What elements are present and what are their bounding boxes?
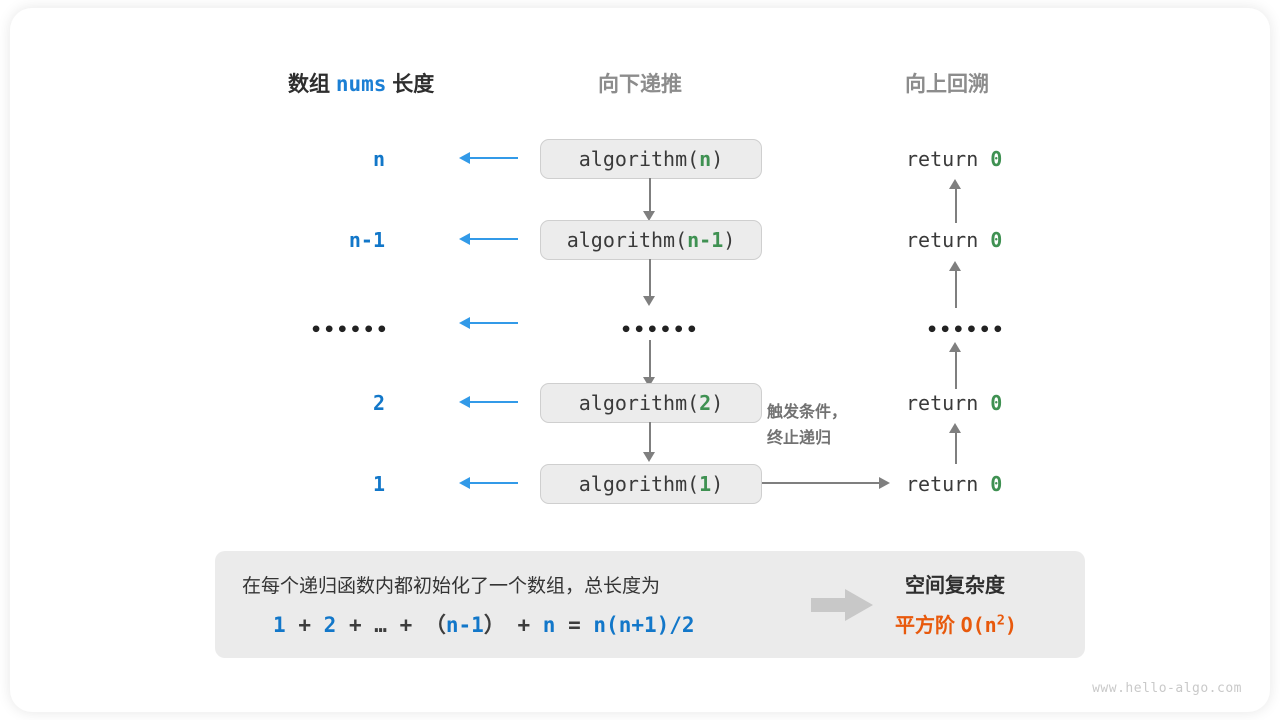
blue-arrow-line-3 (470, 322, 518, 324)
down-arrow-line-3 (649, 340, 651, 379)
call-dots-row-3: •••••• (620, 319, 699, 341)
length-label-row-2: n-1 (348, 228, 385, 252)
up-arrow-head-4 (949, 423, 961, 433)
up-arrow-head-1 (949, 179, 961, 189)
blue-arrow-head-4 (459, 396, 470, 408)
down-arrow-head-2 (643, 296, 655, 306)
summary-formula: 1 + 2 + … + （n-1） + n = n(n+1)/2 (273, 609, 695, 639)
up-arrow-line-1 (955, 188, 957, 223)
call-box-row-2: algorithm(n-1) (540, 220, 762, 260)
call-arg-2: n-1 (687, 228, 724, 252)
blue-arrow-line-2 (470, 238, 518, 240)
call-box-row-5: algorithm(1) (540, 464, 762, 504)
call-prefix-5: algorithm( (578, 472, 700, 496)
call-box-row-1: algorithm(n) (540, 139, 762, 179)
down-arrow-line-1 (649, 178, 651, 213)
formula-op-3: + (399, 613, 413, 637)
summary-description: 在每个递归函数内都初始化了一个数组，总长度为 (242, 576, 661, 597)
call-arg-5: 1 (699, 472, 712, 496)
up-arrow-head-3 (949, 342, 961, 352)
right-block-arrow-icon (811, 589, 873, 621)
return-text-2: return (906, 228, 979, 252)
length-label-row-1: n (372, 147, 385, 171)
up-arrow-head-2 (949, 261, 961, 271)
base-case-arrow-head (879, 477, 890, 489)
call-suffix-5: ) (711, 472, 724, 496)
return-value-5: 0 (990, 472, 1003, 496)
down-arrow-line-2 (649, 259, 651, 297)
return-label-row-1: return 0 (906, 147, 1002, 171)
return-text-5: return (906, 472, 979, 496)
blue-arrow-line-5 (470, 482, 518, 484)
down-arrow-line-4 (649, 422, 651, 454)
call-box-row-4: algorithm(2) (540, 383, 762, 423)
base-case-arrow-line (762, 482, 880, 484)
return-dots-row-3: •••••• (926, 319, 1005, 341)
summary-value-code-end: ) (1004, 613, 1017, 637)
blue-arrow-line-4 (470, 401, 518, 403)
header-backtrack-up: 向上回溯 (905, 73, 989, 96)
call-suffix-1: ) (711, 147, 724, 171)
length-label-row-5: 1 (372, 472, 385, 496)
length-label-row-3-dots: •••••• (310, 319, 389, 341)
call-arg-4: 2 (699, 391, 712, 415)
down-arrow-head-3 (643, 377, 655, 387)
header-recurse-down: 向下递推 (598, 73, 682, 96)
down-arrow-head-1 (643, 211, 655, 221)
return-text-1: return (906, 147, 979, 171)
summary-value: 平方阶 O(n2) (895, 609, 1017, 638)
return-label-row-2: return 0 (906, 228, 1002, 252)
call-arg-1: n (699, 147, 712, 171)
summary-title: 空间复杂度 (905, 575, 1005, 597)
summary-value-exponent: 2 (996, 612, 1005, 629)
return-value-4: 0 (990, 391, 1003, 415)
formula-op-2: + (348, 613, 362, 637)
return-value-1: 0 (990, 147, 1003, 171)
up-arrow-line-4 (955, 432, 957, 464)
call-suffix-2: ) (723, 228, 736, 252)
formula-term-5: n (542, 613, 556, 637)
trigger-note-line-2: 终止递归 (767, 430, 832, 447)
return-value-2: 0 (990, 228, 1003, 252)
up-arrow-line-3 (955, 351, 957, 389)
blue-arrow-line-1 (470, 157, 518, 159)
formula-op-1: + (298, 613, 311, 637)
call-prefix-2: algorithm( (566, 228, 688, 252)
call-prefix-1: algorithm( (578, 147, 700, 171)
formula-ellipsis: … (374, 613, 387, 637)
formula-result: n(n+1)/2 (593, 613, 695, 637)
header-array-suffix: 长度 (392, 73, 435, 96)
formula-paren-open: （ (424, 613, 446, 637)
formula-op-4: + (517, 613, 531, 637)
call-prefix-4: algorithm( (578, 391, 700, 415)
return-label-row-5: return 0 (906, 472, 1002, 496)
blue-arrow-head-1 (459, 152, 470, 164)
header-array-prefix: 数组 (288, 73, 330, 96)
formula-equals: = (568, 613, 581, 637)
formula-paren-close: ） (483, 613, 505, 637)
diagram-card: 数组 nums 长度 向下递推 向上回溯 n algorithm(n) retu… (10, 8, 1270, 712)
formula-term-4: n-1 (445, 613, 484, 637)
trigger-note: 触发条件， 终止递归 (767, 400, 847, 452)
blue-arrow-head-2 (459, 233, 470, 245)
summary-value-code: O(n (960, 613, 997, 637)
call-suffix-4: ) (711, 391, 724, 415)
header-array-length: 数组 nums 长度 (288, 68, 434, 98)
watermark: www.hello-algo.com (1092, 681, 1242, 696)
header-array-code: nums (335, 72, 387, 96)
length-label-row-4: 2 (372, 391, 385, 415)
blue-arrow-head-3 (459, 317, 470, 329)
blue-arrow-head-5 (459, 477, 470, 489)
summary-panel: 在每个递归函数内都初始化了一个数组，总长度为 1 + 2 + … + （n-1）… (215, 551, 1085, 658)
down-arrow-head-4 (643, 452, 655, 462)
return-label-row-4: return 0 (906, 391, 1002, 415)
trigger-note-line-1: 触发条件， (767, 404, 848, 421)
up-arrow-line-2 (955, 270, 957, 308)
formula-term-1: 1 (273, 613, 286, 637)
return-text-4: return (906, 391, 979, 415)
formula-term-2: 2 (323, 613, 337, 637)
summary-value-label: 平方阶 (895, 615, 955, 637)
